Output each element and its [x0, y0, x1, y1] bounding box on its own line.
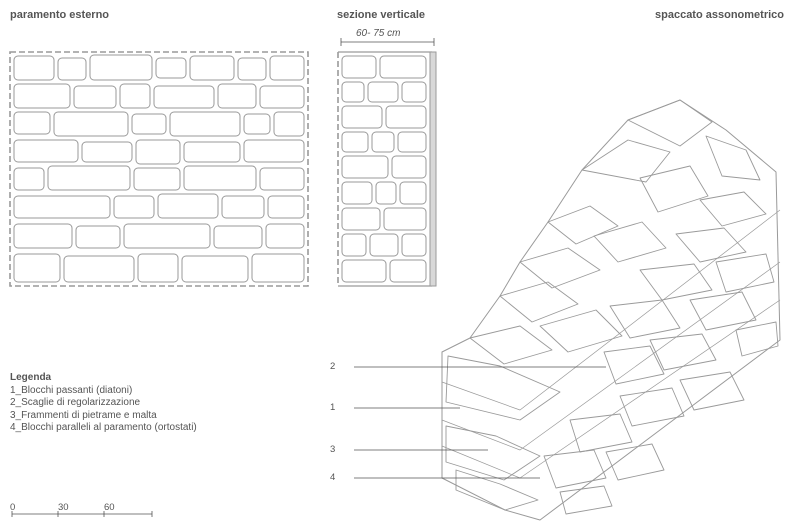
title-vertical-section: sezione verticale: [337, 9, 426, 21]
scale-label-60: 60: [104, 502, 115, 513]
section-stone-row: [341, 55, 427, 283]
stone-course: [13, 223, 305, 249]
scale-label-30: 30: [58, 502, 69, 513]
legend-heading: Legenda: [10, 372, 52, 383]
callout-1-number: 1: [330, 402, 336, 413]
stone-course: [13, 54, 305, 81]
legend: Legenda 1_Blocchi passanti (diatoni) 2_S…: [10, 372, 197, 435]
stone-course: [13, 165, 305, 191]
stone-course: [13, 111, 305, 137]
axonometric-drawing: [441, 99, 781, 521]
external-face-drawing: [9, 51, 309, 287]
stone-course: [13, 139, 305, 165]
legend-item: 2_Scaglie di regolarizzazione: [10, 397, 141, 408]
scale-label-0: 0: [10, 502, 16, 513]
axon-course-lines: [441, 209, 781, 479]
axon-outline: [441, 99, 781, 521]
section-thickness-label: 60- 75 cm: [356, 28, 401, 39]
legend-item: 4_Blocchi paralleli al paramento (ortost…: [10, 422, 197, 433]
legend-item: 3_Frammenti di pietrame e malta: [10, 409, 157, 421]
scale-bar: [11, 511, 153, 517]
title-external-face: paramento esterno: [10, 9, 110, 21]
callout-2-number: 2: [330, 361, 336, 372]
callout-4-number: 4: [330, 472, 336, 483]
stone-course: [13, 193, 305, 219]
title-axonometric: spaccato assonometrico: [655, 9, 784, 21]
section-dimension-line: [340, 38, 435, 46]
vertical-section-drawing: [337, 51, 437, 287]
legend-item: 1_Blocchi passanti (diatoni): [10, 384, 133, 396]
stone-course: [13, 83, 305, 109]
callout-leaders: [354, 366, 606, 479]
stone-course: [13, 253, 305, 283]
axon-block: [445, 99, 779, 515]
callout-3-number: 3: [330, 444, 336, 455]
